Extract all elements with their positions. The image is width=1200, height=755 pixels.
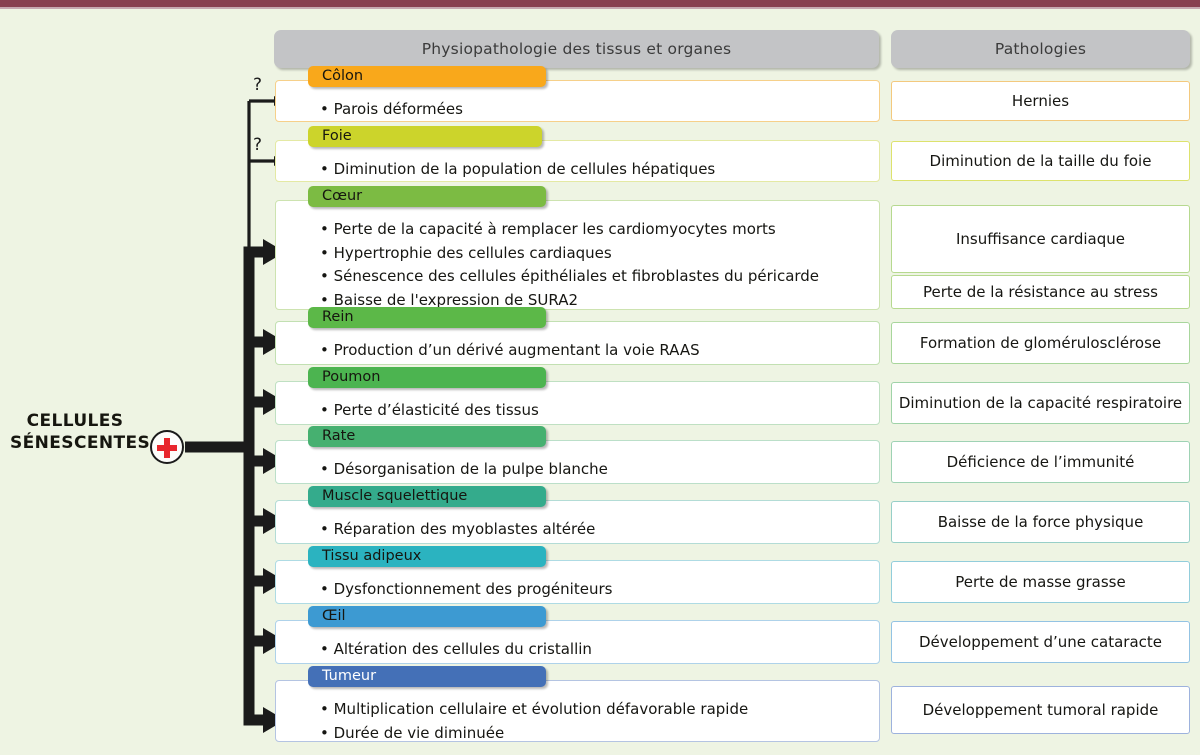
plus-icon [150,430,184,464]
organ-row: Tumeur • Multiplication cellulaire et évo… [275,666,880,745]
organ-detail-box [275,680,880,742]
organ-tab-il[interactable]: Œil [308,606,546,627]
pathology-box[interactable]: Formation de glomérulosclérose [891,322,1190,364]
organ-tab-poumon[interactable]: Poumon [308,367,546,388]
plus-icon-vertical [164,438,170,458]
pathology-box[interactable]: Diminution de la taille du foie [891,141,1190,181]
organ-bullet-item: • Sénescence des cellules épithéliales e… [320,267,820,285]
organ-bullet-item: • Perte de la capacité à remplacer les c… [320,220,776,238]
organ-tab-rein[interactable]: Rein [308,307,546,328]
organ-bullet-item: • Production d’un dérivé augmentant la v… [320,341,700,359]
organ-row: Rate • Désorganisation de la pulpe blanch… [275,426,880,484]
organ-detail-box [275,200,880,310]
organ-bullet-list: • Parois déformées [320,98,870,122]
organ-bullet-list: • Désorganisation de la pulpe blanche [320,458,870,482]
diagram-canvas: Physiopathologie des tissus et organes P… [0,9,1200,755]
organ-detail-box [275,80,880,122]
organ-detail-box [275,140,880,182]
organ-bullet-item: • Diminution de la population de cellule… [320,160,716,178]
organ-tab-rate[interactable]: Rate [308,426,546,447]
organ-bullet-item: • Altération des cellules du cristallin [320,640,592,658]
organ-bullet-item: • Désorganisation de la pulpe blanche [320,460,608,478]
organ-bullet-list: • Perte d’élasticité des tissus [320,399,870,423]
organ-row: Cœur • Perte de la capacité à remplacer l… [275,186,880,312]
source-node-label-line1: CELLULES [26,411,124,431]
source-node-label: CELLULES SÉNESCENTES [10,410,151,454]
pathology-box[interactable]: Diminution de la capacité respiratoire [891,382,1190,424]
uncertainty-question-mark: ? [253,75,263,95]
organ-bullet-list: • Production d’un dérivé augmentant la v… [320,339,870,363]
pathology-box[interactable]: Perte de masse grasse [891,561,1190,603]
organ-detail-box [275,321,880,365]
organ-row: Tissu adipeux • Dysfonctionnement des pro… [275,546,880,604]
organ-row: Rein • Production d’un dérivé augmentant … [275,307,880,365]
organ-row: Foie • Diminution de la population de cel… [275,126,880,182]
top-decorative-bar-thin [0,7,1200,9]
organ-tab-foie[interactable]: Foie [308,126,542,147]
column-header-pathologies: Pathologies [891,30,1190,68]
organ-bullet-list: • Réparation des myoblastes altérée [320,518,870,542]
organ-bullet-item: • Dysfonctionnement des progéniteurs [320,580,613,598]
organ-bullet-item: • Hypertrophie des cellules cardiaques [320,243,612,262]
organ-bullet-list: • Altération des cellules du cristallin [320,638,870,662]
organ-row: Muscle squelettique • Réparation des myob… [275,486,880,544]
organ-detail-box [275,620,880,664]
pathology-box[interactable]: Baisse de la force physique [891,501,1190,543]
organ-tab-c-ur[interactable]: Cœur [308,186,546,207]
organ-detail-box [275,500,880,544]
organ-bullet-list: • Dysfonctionnement des progéniteurs [320,578,870,602]
pathology-box[interactable]: Hernies [891,81,1190,121]
organ-bullet-item: • Baisse de l'expression de SURA2 [320,290,579,309]
organ-bullet-list: • Diminution de la population de cellule… [320,158,870,182]
organ-bullet-item: • Parois déformées [320,100,463,118]
pathology-box[interactable]: Développement d’une cataracte [891,621,1190,663]
organ-detail-box [275,381,880,425]
organ-tab-c-lon[interactable]: Côlon [308,66,546,87]
organ-tab-tumeur[interactable]: Tumeur [308,666,546,687]
organ-detail-box [275,560,880,604]
organ-detail-box [275,440,880,484]
organ-bullet-list: • Perte de la capacité à remplacer les c… [320,218,870,312]
source-node-label-line2: SÉNESCENTES [10,433,151,453]
organ-bullet-item: • Perte d’élasticité des tissus [320,401,539,419]
organ-tab-muscle-squelettique[interactable]: Muscle squelettique [308,486,546,507]
organ-bullet-item: • Durée de vie diminuée [320,723,505,742]
column-header-physiopathology: Physiopathologie des tissus et organes [274,30,879,68]
organ-row: Œil • Altération des cellules du cristall… [275,606,880,664]
pathology-box[interactable]: Déficience de l’immunité [891,441,1190,483]
pathology-box[interactable]: Développement tumoral rapide [891,686,1190,734]
organ-bullet-list: • Multiplication cellulaire et évolution… [320,698,870,745]
pathology-box[interactable]: Insuffisance cardiaque [891,205,1190,273]
organ-bullet-item: • Réparation des myoblastes altérée [320,520,596,538]
organ-row: Poumon • Perte d’élasticité des tissus [275,367,880,425]
organ-bullet-item: • Multiplication cellulaire et évolution… [320,700,749,718]
top-decorative-bar [0,0,1200,7]
organ-row: Côlon • Parois déformées [275,66,880,122]
organ-tab-tissu-adipeux[interactable]: Tissu adipeux [308,546,546,567]
uncertainty-question-mark: ? [253,135,263,155]
pathology-box[interactable]: Perte de la résistance au stress [891,275,1190,309]
